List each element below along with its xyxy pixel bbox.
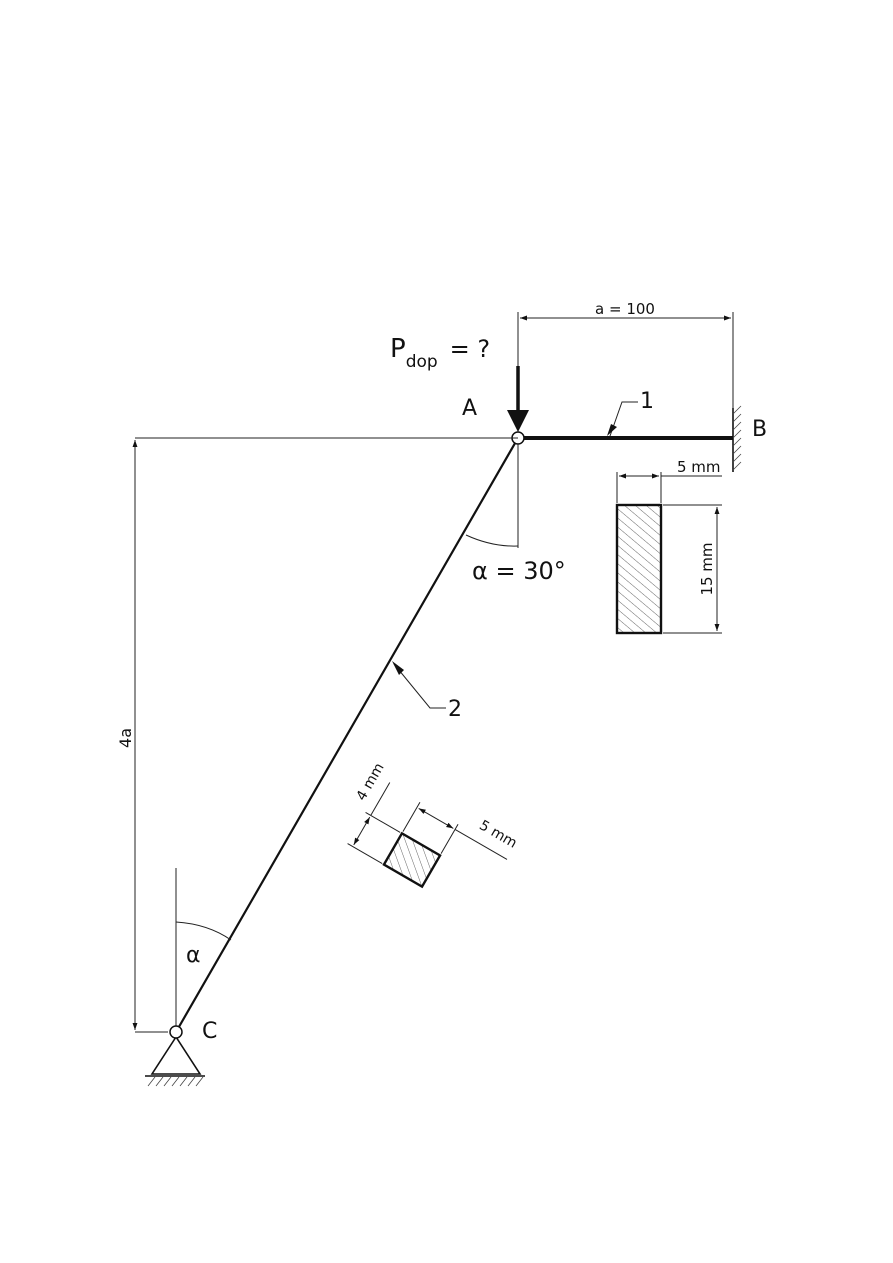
- member-2-leader: [392, 661, 446, 709]
- pin-joint-c: [169, 1025, 183, 1039]
- load-label: Pdop = ?: [390, 334, 490, 372]
- pin-support-c: [145, 1035, 205, 1087]
- angle-marker-bottom: [175, 868, 232, 1026]
- load-equals: = ?: [450, 335, 490, 363]
- section-2-w-label: 5 mm: [476, 817, 519, 851]
- member-2-label: 2: [448, 697, 462, 722]
- point-a-label: A: [462, 396, 477, 421]
- load-arrow: [507, 366, 529, 432]
- member-1-leader: [607, 401, 638, 437]
- point-b-label: B: [752, 417, 767, 442]
- dimension-height: [132, 437, 518, 1033]
- section-2-h-label: 4 mm: [353, 760, 387, 803]
- cross-section-1: [615, 472, 722, 635]
- member-1-label: 1: [640, 389, 654, 414]
- angle-bottom-label: α: [186, 943, 201, 968]
- section-1-height-label: 15 mm: [698, 542, 716, 595]
- dimension-span-a: [517, 312, 734, 408]
- member-2-bar: [175, 437, 519, 1033]
- dimension-height-label: 4a: [116, 728, 135, 748]
- cross-section-2: [347, 782, 508, 889]
- point-c-label: C: [202, 1019, 217, 1044]
- load-subscript: dop: [406, 352, 438, 372]
- angle-marker-top: [465, 444, 519, 548]
- dimension-span-a-label: a = 100: [595, 300, 655, 318]
- load-symbol: P: [390, 334, 406, 364]
- wall-support-b: [732, 405, 742, 472]
- angle-top-label: α = 30°: [472, 557, 566, 585]
- section-1-width-label: 5 mm: [677, 458, 721, 476]
